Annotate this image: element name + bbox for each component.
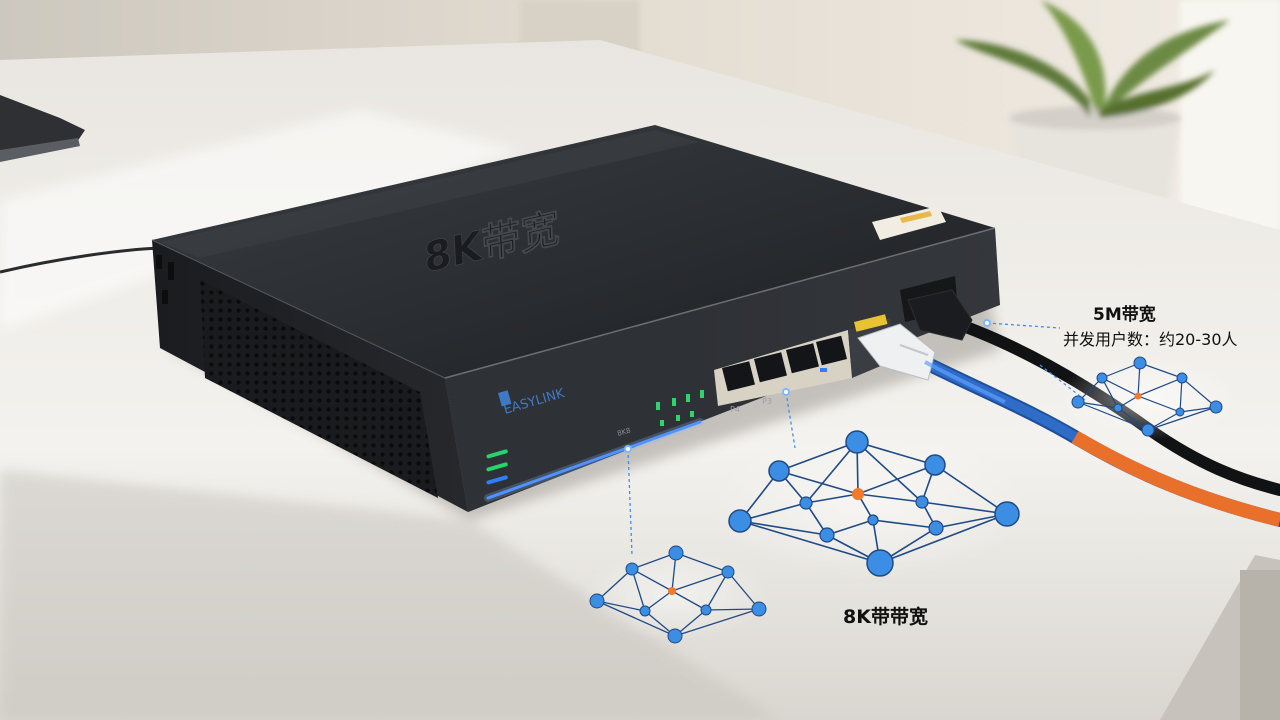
graph-node: [994, 501, 1020, 527]
graph-node: [721, 565, 735, 579]
front-brand-mark: [497, 390, 512, 407]
port-label-p4: P4: [730, 405, 740, 414]
graph-node: [1141, 423, 1155, 437]
graph-hub-node: [668, 587, 676, 595]
graph-node: [1175, 407, 1185, 417]
ethernet-port: [754, 352, 787, 383]
graph-node: [1113, 403, 1123, 413]
callout-dots: [624, 319, 991, 453]
switch-vent: [200, 280, 438, 498]
port-label-p3: P3: [762, 397, 772, 406]
graph-node: [867, 514, 879, 526]
graph-node: [625, 562, 639, 576]
graph-node: [799, 496, 813, 510]
graph-node: [915, 495, 929, 509]
network-graph-small: [581, 545, 771, 644]
concurrent-users-label: 并发用户数：约20-30人: [1063, 330, 1238, 349]
graph-node: [668, 545, 684, 561]
desk-shadow: [0, 470, 780, 720]
laptop-edge: [0, 138, 80, 162]
graph-node: [667, 628, 683, 644]
ethernet-port: [722, 361, 755, 392]
blue-light-strip: [486, 420, 702, 500]
black-rj45-plug: [907, 289, 973, 341]
graph-node: [768, 460, 790, 482]
graph-node: [845, 430, 869, 454]
graph-node: [639, 605, 651, 617]
graph-node: [1096, 372, 1108, 384]
graph-node: [866, 549, 894, 577]
graph-node: [928, 520, 944, 536]
network-graph-5m: [1058, 356, 1238, 440]
ethernet-port: [816, 335, 848, 366]
indicator-blue: [820, 368, 827, 372]
graph-hub-node: [1134, 392, 1142, 400]
cable-left: [0, 246, 159, 274]
graph-node: [751, 601, 767, 617]
ethernet-port: [786, 343, 819, 374]
graph-node: [728, 509, 752, 533]
bandwidth-5m-label: 5M带宽: [1093, 305, 1156, 325]
bandwidth-8k-label: 8K带带宽: [843, 606, 928, 628]
desk-leg: [1240, 570, 1280, 720]
graph-node: [1176, 372, 1188, 384]
graph-hub-node: [852, 488, 864, 500]
graph-node: [1133, 356, 1147, 370]
graph-node: [1209, 400, 1223, 414]
graph-node: [924, 454, 946, 476]
graph-node: [1071, 395, 1085, 409]
status-leds-left: [486, 449, 508, 485]
callout-lines: [627, 322, 1086, 556]
switch-top: [152, 125, 995, 378]
front-small-label: 8K8: [616, 427, 631, 438]
graph-node: [819, 527, 835, 543]
network-graph-8k: [710, 430, 1030, 580]
graph-node: [589, 593, 605, 609]
status-leds-middle: [656, 390, 704, 426]
graph-node: [700, 604, 712, 616]
